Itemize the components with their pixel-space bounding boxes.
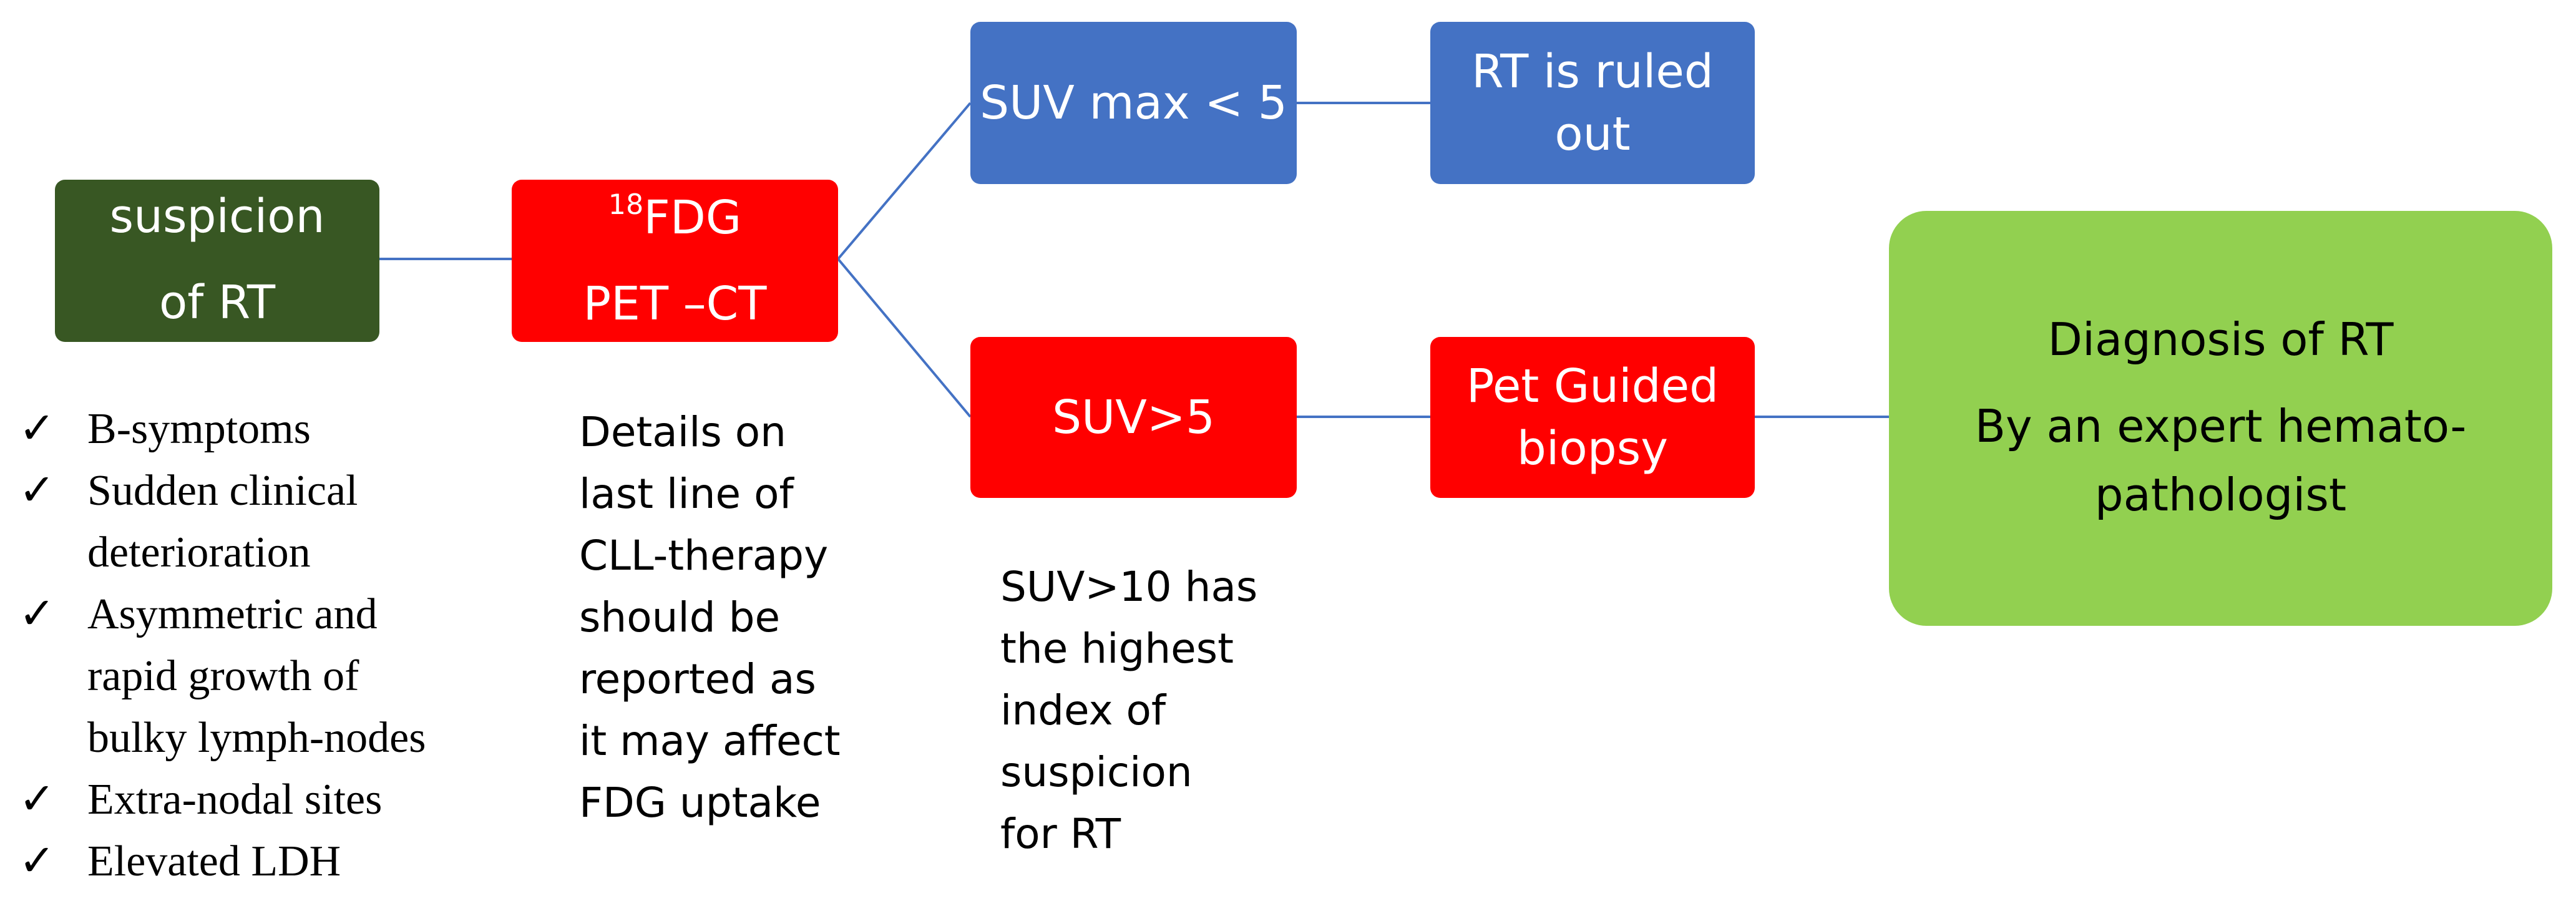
isotope-superscript: 18 — [608, 188, 644, 221]
diagnosis-of-rt-box: Diagnosis of RT By an expert hemato- pat… — [1889, 211, 2552, 626]
pet-note-line: last line of — [579, 470, 794, 518]
symptom-text: Extra-nodal sites — [87, 776, 383, 824]
pet-ct-line-2: PET –CT — [583, 277, 767, 331]
suv-note-line: SUV>10 has — [1000, 563, 1258, 611]
check-mark-icon: ✓ — [19, 467, 56, 515]
connector-pet-to-suv-low — [837, 102, 972, 260]
check-mark-icon: ✓ — [19, 405, 56, 453]
suspicion-of-rt-box: suspicion of RT — [55, 180, 379, 342]
symptom-checklist: ✓ B-symptoms ✓ Sudden clinical deteriora… — [19, 398, 426, 892]
symptom-item: ✓ Sudden clinical deterioration — [19, 460, 426, 583]
pet-note-line: should be — [579, 593, 781, 641]
diagnosis-line-1: Diagnosis of RT — [2047, 313, 2394, 366]
suv-note-line: index of — [1000, 686, 1166, 734]
symptom-text: Asymmetric and — [87, 590, 378, 638]
pet-note-line: CLL-therapy — [579, 532, 829, 580]
ruled-out-line-2: out — [1554, 107, 1631, 161]
symptom-text: rapid growth of — [87, 652, 359, 700]
suspicion-line-2: of RT — [159, 276, 276, 329]
symptom-item: ✓ Elevated LDH — [19, 830, 426, 892]
biopsy-line-2: biopsy — [1516, 422, 1669, 475]
symptom-text: B-symptoms — [87, 405, 311, 453]
pet-ct-line-1: 18FDG — [608, 175, 741, 261]
symptom-text: deterioration — [87, 528, 311, 577]
pet-note-line: it may affect — [579, 717, 841, 765]
suv-max-below-5-box: SUV max < 5 — [970, 22, 1297, 184]
suv-note: SUV>10 has the highest index of suspicio… — [1000, 556, 1257, 865]
pet-note: Details on last line of CLL-therapy shou… — [579, 401, 841, 834]
suv-high-label: SUV>5 — [1052, 390, 1215, 444]
pet-note-line: FDG uptake — [579, 779, 821, 827]
symptom-text: bulky lymph-nodes — [87, 714, 426, 762]
check-mark-icon: ✓ — [19, 590, 56, 638]
symptom-text: Elevated LDH — [87, 837, 341, 885]
pet-note-line: reported as — [579, 655, 816, 703]
suv-note-line: the highest — [1000, 625, 1234, 673]
diagnosis-line-3: pathologist — [2094, 468, 2347, 521]
suv-low-label: SUV max < 5 — [980, 75, 1287, 130]
pet-guided-biopsy-box: Pet Guided biopsy — [1430, 337, 1755, 498]
suv-note-line: for RT — [1000, 810, 1121, 858]
check-mark-icon: ✓ — [19, 837, 56, 885]
ruled-out-line-1: RT is ruled — [1471, 45, 1714, 99]
fdg-label: FDG — [643, 191, 742, 245]
pet-note-line: Details on — [579, 408, 786, 456]
symptom-item: ✓ Asymmetric and rapid growth of bulky l… — [19, 583, 426, 769]
rt-ruled-out-box: RT is ruled out — [1430, 22, 1755, 184]
check-mark-icon: ✓ — [19, 776, 56, 824]
diagnosis-line-2: By an expert hemato- — [1974, 399, 2467, 452]
biopsy-line-1: Pet Guided — [1466, 359, 1719, 413]
symptom-text: Sudden clinical — [87, 467, 358, 515]
suspicion-line-1: suspicion — [109, 190, 325, 243]
suv-above-5-box: SUV>5 — [970, 337, 1297, 498]
pet-ct-box: 18FDG PET –CT — [512, 180, 838, 342]
suv-note-line: suspicion — [1000, 748, 1193, 796]
symptom-item: ✓ Extra-nodal sites — [19, 769, 426, 830]
connector-pet-to-suv-high — [837, 258, 972, 418]
symptom-item: ✓ B-symptoms — [19, 398, 426, 460]
